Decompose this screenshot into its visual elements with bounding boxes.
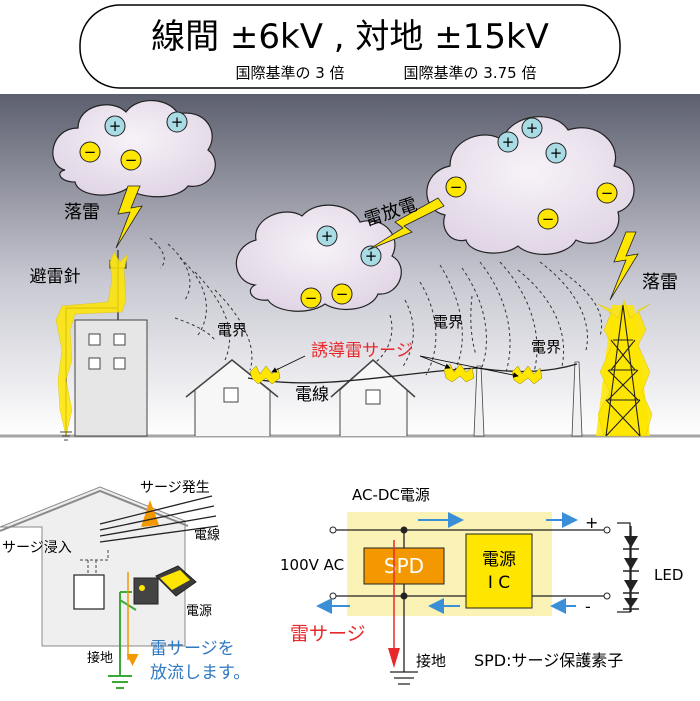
header-title: 線間 ±6kV , 対地 ±15kV xyxy=(151,17,549,57)
plus-charge: + xyxy=(545,142,567,164)
label-power-line: 電線 xyxy=(295,385,329,405)
spd-block xyxy=(363,547,445,585)
label-output-plus: + xyxy=(585,513,598,532)
label-acdc-title: AC-DC電源 xyxy=(352,486,430,504)
svg-text:+: + xyxy=(365,247,378,265)
svg-text:−: − xyxy=(336,285,349,303)
surge-pointer-left xyxy=(271,355,306,373)
svg-text:+: + xyxy=(109,117,122,135)
surge-pointer-far-right xyxy=(419,355,519,378)
label-discharge-1: 雷サージを xyxy=(150,639,235,659)
cloud-right: + + + − − − xyxy=(426,116,635,255)
plus-charge: + xyxy=(104,115,126,137)
header-banner: 線間 ±6kV , 対地 ±15kV 国際基準の 3 倍 国際基準の 3.75 … xyxy=(79,4,621,89)
label-lightning-left: 落雷 xyxy=(64,202,100,223)
label-spd-legend: SPD:サージ保護素子 xyxy=(474,651,623,670)
label-house-ground: 接地 xyxy=(87,650,113,666)
cloud-left: + + − − xyxy=(52,99,216,198)
power-line xyxy=(247,363,578,384)
led-string xyxy=(623,526,639,612)
label-lightning-rod: 避雷針 xyxy=(30,267,81,287)
label-ic-line2: I C xyxy=(488,573,510,593)
svg-text:+: + xyxy=(502,133,515,151)
label-field-3: 電界 xyxy=(531,338,561,356)
surge-sparks xyxy=(249,363,543,385)
plus-charge: + xyxy=(316,225,338,247)
surge-pointer-right xyxy=(419,355,451,369)
svg-text:+: + xyxy=(550,144,563,162)
svg-text:+: + xyxy=(321,227,334,245)
minus-charge: − xyxy=(300,287,322,309)
sky-scene: + + − − + + − − + + + − − − 落雷 雷放電 落雷 xyxy=(0,94,700,441)
electric-field-lines xyxy=(149,237,603,376)
lightning-bolt-right xyxy=(609,231,639,301)
minus-charge: − xyxy=(120,149,142,171)
lightning-bolt-discharge xyxy=(367,197,445,251)
minus-charge: − xyxy=(331,283,353,305)
house-2 xyxy=(330,359,416,436)
header-subtitle-left: 国際基準の 3 倍 xyxy=(235,64,344,82)
plus-charge: + xyxy=(166,111,188,133)
svg-text:+: + xyxy=(526,119,539,137)
svg-text:−: − xyxy=(542,210,555,228)
minus-charge: − xyxy=(445,176,467,198)
house-power-lines xyxy=(99,495,219,543)
surge-arrow-head xyxy=(388,648,400,668)
label-field-2: 電界 xyxy=(433,313,463,331)
label-discharge-2: 放流します。 xyxy=(150,663,250,683)
svg-text:−: − xyxy=(125,151,138,169)
lightning-rod xyxy=(55,250,129,441)
power-ic-block xyxy=(465,533,533,609)
rod-discharge-glow xyxy=(55,251,129,437)
plus-charge: + xyxy=(521,117,543,139)
label-circuit-surge: 雷サージ xyxy=(290,623,366,645)
label-induced-surge: 誘導雷サージ xyxy=(311,341,413,361)
label-house-power-line: 電線 xyxy=(194,527,220,543)
label-power-source: 電源 xyxy=(186,604,212,619)
label-lightning-right: 落雷 xyxy=(642,272,678,293)
acdc-circuit: AC-DC電源 SPD 電源 I C 100V AC + - xyxy=(280,486,683,685)
label-output-minus: - xyxy=(585,597,591,616)
label-input-100v: 100V AC xyxy=(280,556,344,574)
house-section: サージ発生 電線 サージ浸入 電源 接地 雷サージを 放流します。 xyxy=(0,480,250,689)
minus-charge: − xyxy=(596,182,618,204)
label-spd: SPD xyxy=(384,554,424,578)
svg-text:−: − xyxy=(84,143,97,161)
svg-text:−: − xyxy=(601,184,614,202)
label-field-1: 電界 xyxy=(217,321,247,339)
svg-text:−: − xyxy=(305,289,318,307)
cloud-middle: + + − − xyxy=(235,204,402,312)
circuit-ground-symbol xyxy=(390,596,418,685)
power-pole-1 xyxy=(473,365,485,437)
svg-text:+: + xyxy=(171,113,184,131)
junction-dot xyxy=(400,526,408,534)
surge-entry-path xyxy=(80,548,109,575)
plus-charge: + xyxy=(497,131,519,153)
outlet xyxy=(73,574,105,610)
label-ic-line1: 電源 xyxy=(482,550,516,570)
header-subtitle-right: 国際基準の 3.75 倍 xyxy=(404,64,537,82)
label-circuit-ground: 接地 xyxy=(416,652,446,670)
plus-charge: + xyxy=(360,245,382,267)
transmission-tower xyxy=(596,299,653,437)
svg-text:−: − xyxy=(450,178,463,196)
lightning-bolt-left xyxy=(115,185,143,249)
ground-symbol xyxy=(108,675,132,689)
minus-charge: − xyxy=(537,208,559,230)
label-surge-generation: サージ発生 xyxy=(140,480,210,496)
current-flow-arrows xyxy=(316,512,578,614)
building xyxy=(74,319,148,437)
minus-charge: − xyxy=(79,141,101,163)
label-led: LED xyxy=(654,566,683,584)
spd-device xyxy=(133,565,197,605)
label-surge-entry: サージ浸入 xyxy=(2,540,72,556)
power-pole-2 xyxy=(571,361,583,437)
